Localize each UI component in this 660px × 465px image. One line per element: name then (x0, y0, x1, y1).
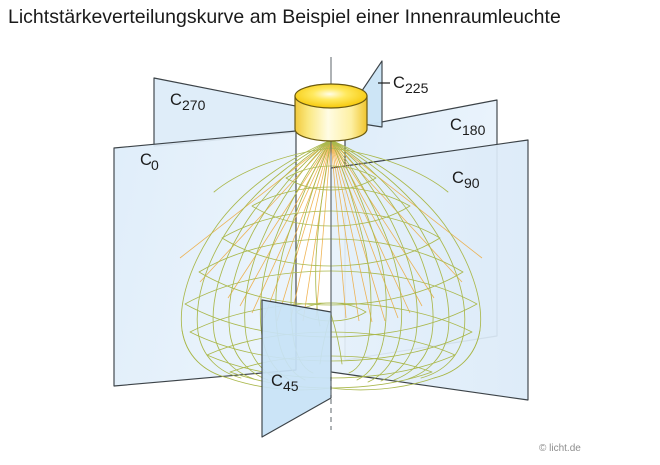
label-c225-prefix: C (393, 74, 405, 92)
label-c0-sub: 0 (151, 157, 159, 173)
credit-licht-de: © licht.de (539, 443, 581, 454)
label-c225: C 225 (393, 74, 429, 96)
label-c180: C 180 (450, 116, 486, 138)
label-c90-prefix: C (452, 169, 464, 187)
luminous-intensity-body (179, 139, 483, 391)
luminaire (294, 83, 368, 142)
label-c270-sub: 270 (182, 97, 206, 113)
label-c90-sub: 90 (464, 175, 480, 191)
label-c225-sub: 225 (405, 80, 429, 96)
plane-c45 (261, 299, 332, 438)
luminaire-top-disc (294, 83, 368, 109)
label-c0: C 0 (140, 151, 159, 173)
label-c270: C 270 (170, 91, 206, 113)
label-c45: C 45 (271, 372, 299, 394)
label-c180-sub: 180 (462, 122, 486, 138)
label-c45-sub: 45 (283, 378, 299, 394)
label-c45-prefix: C (271, 372, 283, 390)
page-title: Lichtstärkeverteilungskurve am Beispiel … (8, 6, 561, 28)
label-c180-prefix: C (450, 116, 462, 134)
mesh-meridians (180, 139, 482, 383)
label-c90: C 90 (452, 169, 480, 191)
label-c0-prefix: C (140, 151, 152, 169)
label-c270-prefix: C (170, 91, 182, 109)
luminaire-body (294, 95, 368, 142)
